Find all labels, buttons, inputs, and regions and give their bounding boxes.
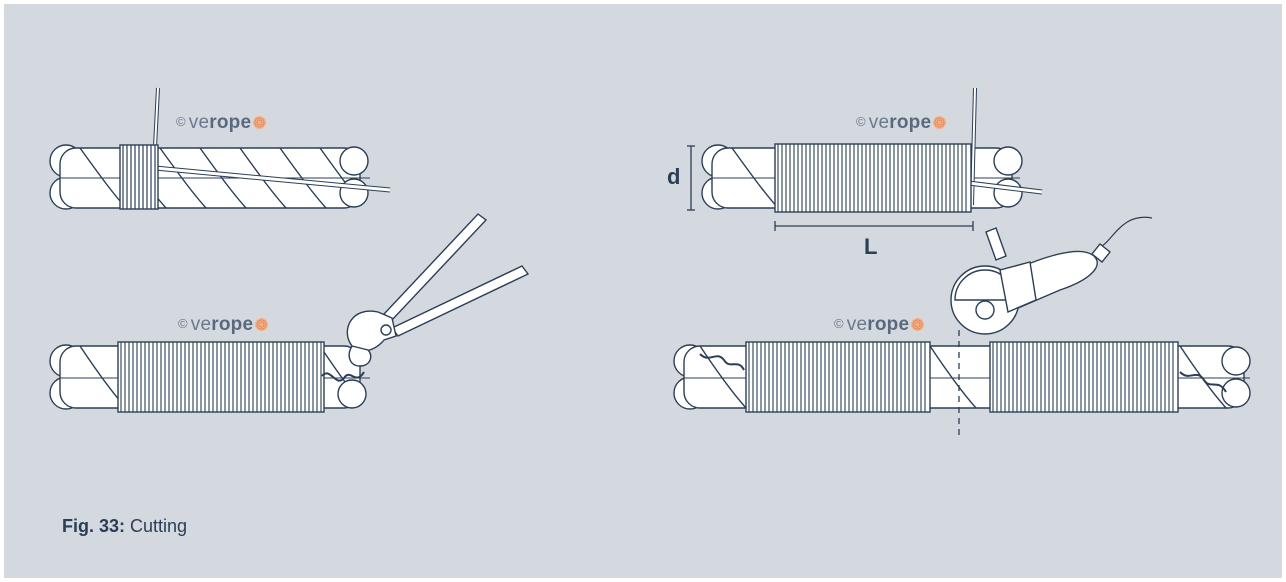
angle-grinder-icon (950, 216, 1153, 335)
watermark-logo: ©verope (178, 314, 269, 336)
pliers-icon (346, 213, 530, 367)
figure-number: Fig. 33: (62, 516, 126, 536)
watermark-logo: ©verope (856, 112, 947, 134)
rope-top-left (49, 87, 391, 210)
length-label: L (864, 234, 878, 259)
rope-top-right (701, 87, 1043, 213)
rope-logo-icon (255, 318, 269, 331)
watermark-logo: ©verope (176, 112, 267, 134)
figure-caption: Fig. 33: Cutting (62, 516, 187, 537)
diameter-label: d (667, 164, 681, 189)
rope-bottom-right (673, 341, 1251, 413)
rope-logo-icon (911, 318, 925, 331)
dimension-lines (687, 145, 974, 231)
figure-title: Cutting (130, 516, 188, 536)
rope-logo-icon (253, 116, 267, 129)
watermark-logo: ©verope (834, 314, 925, 336)
figure-panel (4, 4, 1282, 578)
rope-bottom-left (49, 341, 370, 413)
rope-logo-icon (933, 116, 947, 129)
